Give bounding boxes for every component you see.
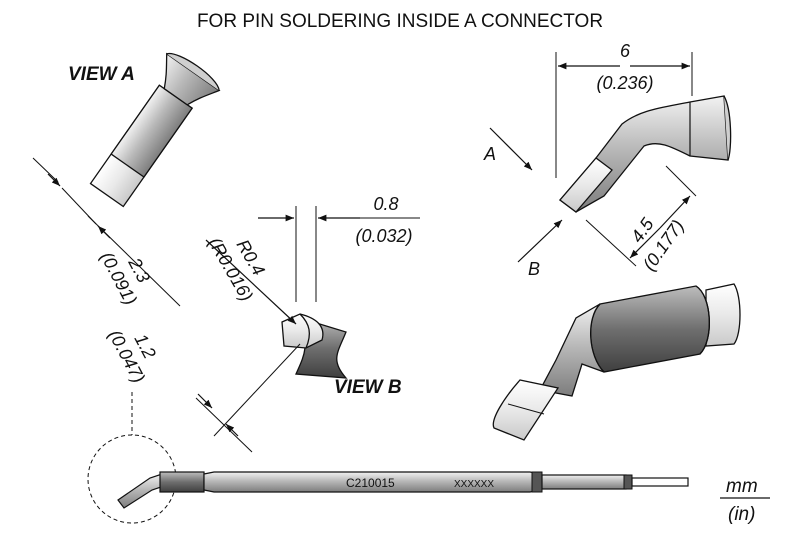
view-a-label: VIEW A xyxy=(68,64,135,85)
view-b-extension-line xyxy=(213,343,301,437)
units-in: (in) xyxy=(728,504,755,525)
view-b-tip xyxy=(281,313,348,379)
side-view-tip xyxy=(559,95,732,213)
arrow-b-label: B xyxy=(528,259,540,279)
view-b-label: VIEW B xyxy=(334,377,402,398)
view-a-tip xyxy=(89,52,221,208)
dimension-tip-width: 0.8 (0.032) xyxy=(258,194,420,246)
cartridge-body: C210015 XXXXXX xyxy=(87,392,689,524)
tip-mm-label: 0.8 xyxy=(373,194,398,214)
dimension-thickness: 1.2 (0.047) xyxy=(104,326,253,453)
tip-in-label: (0.032) xyxy=(355,226,412,246)
serial-number: XXXXXX xyxy=(454,479,494,490)
units-mm: mm xyxy=(726,476,758,497)
units-legend: mm (in) xyxy=(720,476,770,525)
width-mm-label: 6 xyxy=(620,41,631,61)
part-number: C210015 xyxy=(346,476,395,490)
drawing-title: FOR PIN SOLDERING INSIDE A CONNECTOR xyxy=(197,11,603,32)
width-in-label: (0.236) xyxy=(596,73,653,93)
arrow-b: B xyxy=(517,219,563,279)
dimension-radius: R0.4 (R0.016) xyxy=(205,234,297,325)
arrow-a: A xyxy=(483,127,533,171)
arrow-a-label: A xyxy=(483,144,496,164)
perspective-tip xyxy=(492,283,741,441)
dimension-overall-width: 6 (0.236) xyxy=(558,41,690,93)
